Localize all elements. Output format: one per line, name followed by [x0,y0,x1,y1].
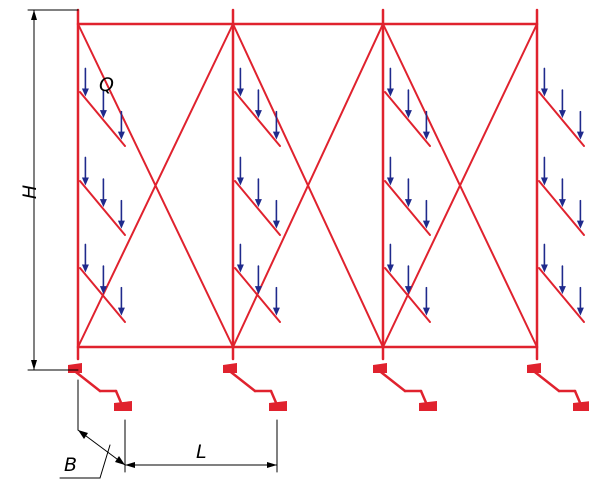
load-arrow-head [236,264,244,273]
load-arrow-head [558,199,566,208]
load-label: Q [99,74,114,96]
depth-member [225,367,257,393]
rear-base-plate [419,401,437,411]
load-arrows [81,67,584,316]
load-arrow-head [117,307,125,316]
load-arrow-head [422,220,430,229]
shelf-arm [538,267,585,323]
load-arrow-head [540,264,548,273]
dimension-arrow [31,10,37,20]
load-arrow-head [386,264,394,273]
load-arrow-head [404,286,412,295]
brace-diagonal [77,23,234,348]
load-arrow-head [404,199,412,208]
shelf-arm [384,180,431,236]
shelf-arm [234,180,281,236]
shelf-arm [384,91,431,147]
rear-base-plate [269,401,287,411]
load-arrow-head [540,177,548,186]
depth-member [375,367,407,393]
load-arrow-head [386,177,394,186]
leader-line [99,444,111,479]
load-arrow-head [558,286,566,295]
load-arrow-head [272,220,280,229]
load-arrow-head [117,220,125,229]
load-arrow-head [576,220,584,229]
rear-base-plate [573,401,589,411]
depth-member [529,367,561,393]
base-plate [223,363,237,373]
dimension-arrow [125,462,135,468]
load-arrow-head [404,110,412,119]
shelf-arm [234,267,281,323]
depth-member [70,367,102,393]
dimension-arrow [267,462,277,468]
shelf-arm [79,180,126,236]
load-arrow-head [272,131,280,140]
dimension-arrow [115,456,125,465]
shelf-arm [538,91,585,147]
brace-diagonal [232,23,384,348]
load-arrow-head [81,264,89,273]
load-arrow-head [117,131,125,140]
shelf-arm [79,91,126,147]
span-label: L [196,441,207,463]
load-arrow-head [236,177,244,186]
load-arrow-head [422,307,430,316]
rear-base-plate [114,401,132,411]
load-arrow-head [540,88,548,97]
load-arrow-head [272,307,280,316]
load-arrow-head [99,199,107,208]
load-arrow-head [254,286,262,295]
load-arrow-head [254,110,262,119]
load-arrow-head [81,88,89,97]
load-arrow-head [99,286,107,295]
height-label: H [19,185,41,199]
load-arrow-head [422,131,430,140]
dimension-arrow [78,430,88,439]
base-plate [373,363,387,373]
shelf-arm [538,180,585,236]
load-arrow-head [386,88,394,97]
load-arrow-head [576,131,584,140]
load-arrow-head [81,177,89,186]
shelf-arm [234,91,281,147]
load-arrow-head [576,307,584,316]
depth-label: B [64,454,77,476]
shelf-arm [384,267,431,323]
load-arrow-head [99,110,107,119]
dimension-arrow [31,360,37,370]
load-arrow-head [236,88,244,97]
shelf-arm [79,267,126,323]
load-arrow-head [254,199,262,208]
dimension-lines [27,9,278,479]
base-plate [527,363,541,373]
load-arrow-head [558,110,566,119]
frame [68,8,589,411]
